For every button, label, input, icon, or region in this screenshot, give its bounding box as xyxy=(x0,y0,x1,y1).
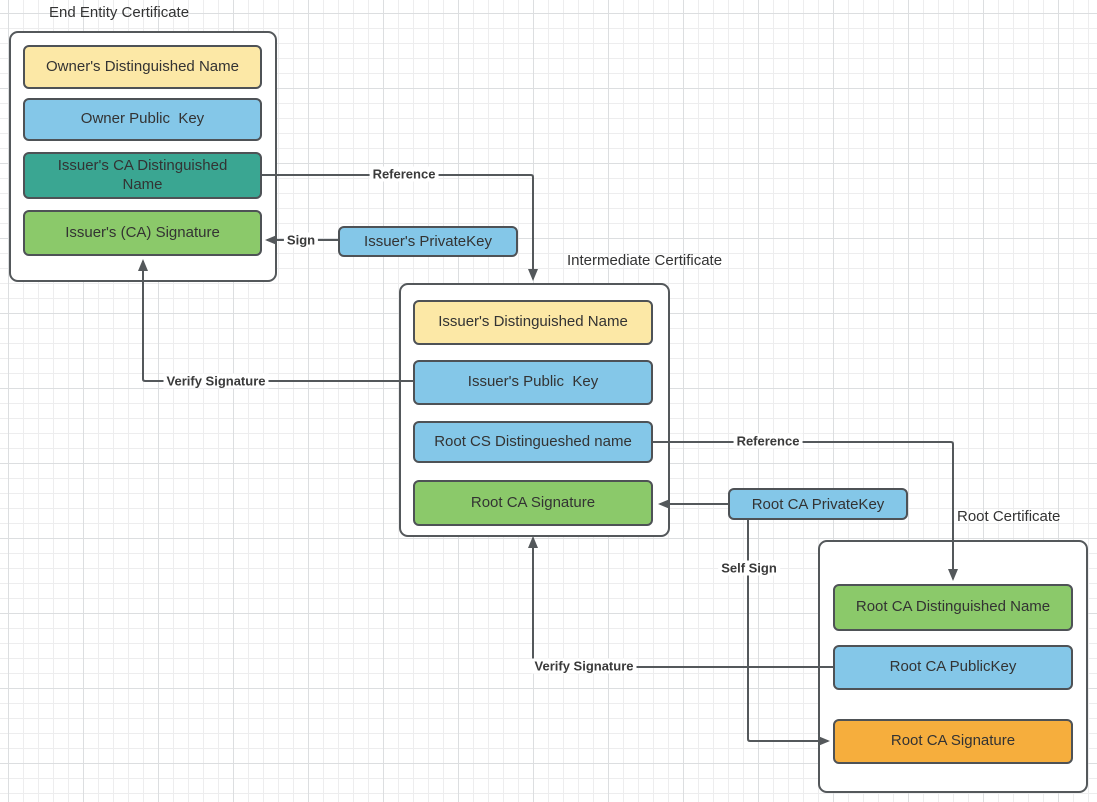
field-issuers-public-key[interactable]: Issuer's Public Key xyxy=(413,360,653,405)
field-label: Owner's Distinguished Name xyxy=(46,57,239,75)
field-label: Issuer's (CA) Signature xyxy=(65,223,220,241)
key-label: Issuer's PrivateKey xyxy=(364,233,492,250)
end-entity-certificate-title: End Entity Certificate xyxy=(49,4,190,21)
intermediate-certificate-title: Intermediate Certificate xyxy=(567,252,723,269)
edge-label-verify-signature-1: Verify Signature xyxy=(163,373,269,389)
field-label: Owner Public Key xyxy=(80,110,205,128)
edge-label-self-sign: Self Sign xyxy=(718,560,780,576)
field-root-ca-publickey[interactable]: Root CA PublicKey xyxy=(833,645,1073,690)
edge-label-sign: Sign xyxy=(283,232,319,248)
field-root-ca-signature-intermediate[interactable]: Root CA Signature xyxy=(413,480,653,526)
field-label: Root CA Signature xyxy=(470,493,596,511)
field-issuers-ca-distinguished-name[interactable]: Issuer's CA Distinguished Name xyxy=(23,152,262,199)
edge-verify-signature-root-to-intermediate[interactable] xyxy=(528,536,833,668)
field-root-ca-signature-root[interactable]: Root CA Signature xyxy=(833,719,1073,764)
edge-label-reference-2: Reference xyxy=(733,433,803,449)
field-label: Issuer's CA Distinguished Name xyxy=(57,156,228,193)
key-issuers-privatekey[interactable]: Issuer's PrivateKey xyxy=(338,226,518,257)
key-root-ca-privatekey[interactable]: Root CA PrivateKey xyxy=(728,488,908,520)
field-label: Root CA PublicKey xyxy=(889,658,1017,676)
edge-verify-signature-intermediate-to-end-entity[interactable] xyxy=(138,259,413,382)
root-certificate-title: Root Certificate xyxy=(957,508,1061,525)
edge-label-reference-1: Reference xyxy=(369,166,439,182)
edge-self-sign[interactable] xyxy=(747,520,830,746)
field-owners-distinguished-name[interactable]: Owner's Distinguished Name xyxy=(23,45,262,89)
field-issuers-distinguished-name[interactable]: Issuer's Distinguished Name xyxy=(413,300,653,345)
key-label: Root CA PrivateKey xyxy=(751,495,885,513)
field-issuers-ca-signature[interactable]: Issuer's (CA) Signature xyxy=(23,210,262,256)
field-root-cs-distingueshed-name[interactable]: Root CS Distingueshed name xyxy=(413,421,653,463)
field-label: Root CS Distingueshed name xyxy=(434,432,632,450)
field-label: Root CA Distinguished Name xyxy=(855,598,1051,616)
edge-reference-end-entity-to-intermediate[interactable] xyxy=(262,174,538,281)
edge-label-verify-signature-2: Verify Signature xyxy=(531,658,637,674)
field-label: Issuer's Distinguished Name xyxy=(438,313,628,331)
field-root-ca-distinguished-name[interactable]: Root CA Distinguished Name xyxy=(833,584,1073,631)
field-owner-public-key[interactable]: Owner Public Key xyxy=(23,98,262,141)
field-label: Issuer's Public Key xyxy=(467,373,599,391)
field-label: Root CA Signature xyxy=(890,732,1016,750)
edge-reference-intermediate-to-root[interactable] xyxy=(653,441,958,581)
